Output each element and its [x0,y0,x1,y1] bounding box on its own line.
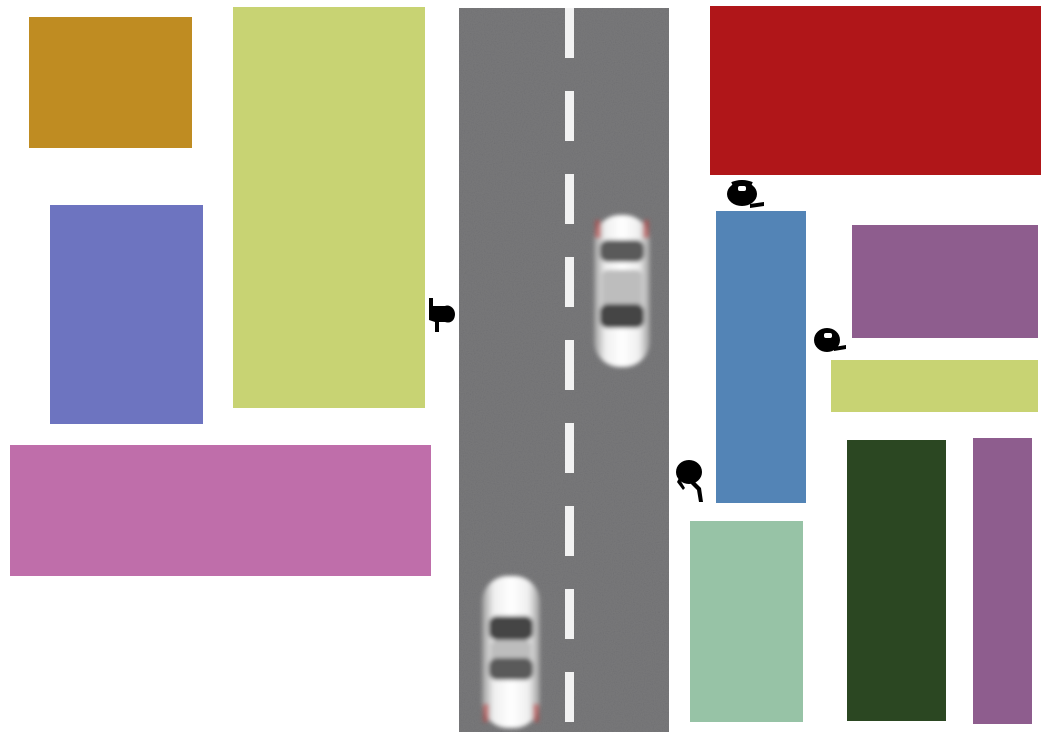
lane-dash [565,672,574,722]
lane-dash [565,506,574,556]
lane-dash [565,257,574,307]
pedestrian-icon [673,458,709,504]
ochre-block [29,17,192,148]
car-left-lane [482,576,540,728]
mauve-block-upper [852,225,1038,338]
steel-blue-block [716,211,806,503]
pink-block [10,445,431,576]
lime-block-wide [831,360,1038,412]
road-surface [459,8,669,732]
pedestrian-icon [724,180,768,210]
lane-dash [565,340,574,390]
lane-dash [565,174,574,224]
forest-block [847,440,946,721]
mauve-block-narrow [973,438,1032,724]
pedestrian-icon [812,325,848,355]
lane-dash [565,423,574,473]
indigo-block [50,205,203,424]
lane-dash [565,91,574,141]
lime-block-tall [233,7,425,408]
lane-dash [565,8,574,58]
lane-dash [565,589,574,639]
road [459,8,669,732]
mint-block [690,521,803,722]
pedestrian-icon [423,296,459,336]
red-block [710,6,1041,175]
center-lane-dashes [565,8,574,722]
car-right-lane [594,215,650,367]
